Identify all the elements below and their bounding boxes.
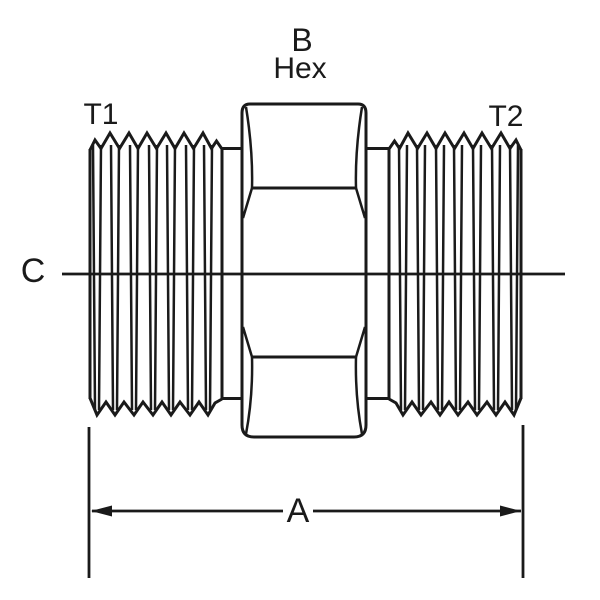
label-c: C <box>21 252 46 290</box>
hex-chamfer-upper-left <box>244 106 254 189</box>
right-thread-bottom-crests <box>388 397 523 419</box>
left-thread-top-crests <box>88 130 224 152</box>
label-a: A <box>287 492 310 530</box>
left-thread-flank-lines <box>91 144 214 411</box>
hex-chamfer-lower-right <box>354 356 364 435</box>
hex-chamfer-lower-left <box>244 356 254 435</box>
hex-body <box>240 102 368 439</box>
right-thread-flank-lines <box>397 144 520 411</box>
arrowhead-right <box>500 505 521 517</box>
right-thread-top-crests <box>387 130 523 152</box>
dimension-a <box>87 425 525 578</box>
label-t1: T1 <box>83 98 118 131</box>
label-b: B <box>291 22 312 58</box>
right-thread <box>365 130 523 419</box>
hex-mid-face-edges <box>241 187 367 358</box>
label-hex: Hex <box>273 52 326 85</box>
left-thread-bottom-crests <box>88 397 223 419</box>
hex-silhouette <box>240 102 368 439</box>
label-t2: T2 <box>488 100 523 133</box>
arrowhead-left <box>91 505 112 517</box>
hex-chamfer-upper-right <box>354 106 364 189</box>
